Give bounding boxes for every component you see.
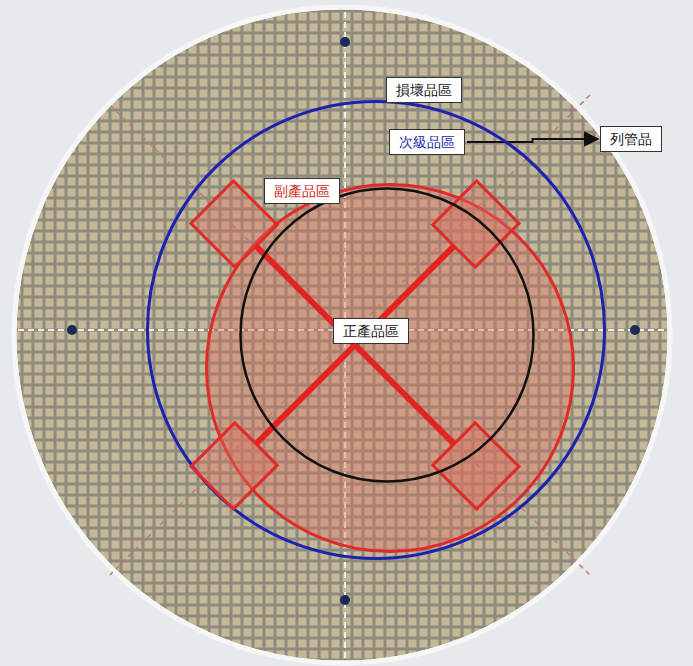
zone-outline — [205, 183, 575, 553]
marker-dot — [340, 37, 350, 47]
zone-label: 列管品 — [600, 126, 662, 152]
prime-zone: 正產品區 — [239, 187, 535, 483]
arrow-connector — [467, 139, 598, 142]
damaged-zone: 損壞品區次級品區副產品區正產品區 — [14, 7, 670, 663]
zone-label: 損壞品區 — [386, 77, 462, 103]
marker-dot — [340, 595, 350, 605]
zone-circle — [148, 102, 605, 559]
wafer-rim — [15, 8, 669, 662]
byproduct-zone: 副產品區正產品區 — [205, 183, 575, 553]
zone-circle — [241, 189, 534, 482]
zone-label: 正產品區 — [333, 318, 409, 344]
wafer-disc — [14, 7, 670, 663]
zone-label: 次級品區 — [389, 129, 465, 155]
diagonal-line — [110, 105, 590, 575]
byproduct-shape — [69, 59, 640, 630]
zone-label: 副產品區 — [264, 178, 340, 204]
diagonal-line — [110, 95, 590, 575]
controlled-item: 列管品 — [600, 126, 662, 152]
marker-dot — [67, 325, 77, 335]
secondary-zone: 次級品區副產品區正產品區 — [146, 100, 606, 560]
marker-dot — [630, 325, 640, 335]
